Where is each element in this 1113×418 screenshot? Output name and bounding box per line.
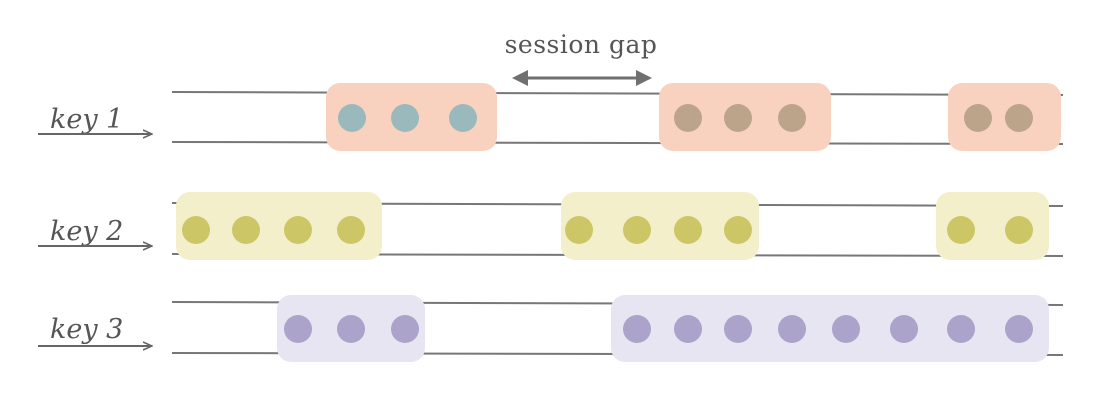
key-label: key 2 (50, 216, 123, 247)
event-dot (337, 315, 365, 343)
session-window (611, 295, 1049, 362)
lane-key-2: key 2 (38, 192, 1064, 260)
event-dot (947, 315, 975, 343)
session-window (948, 83, 1061, 151)
event-dot (1005, 216, 1033, 244)
event-dot (337, 216, 365, 244)
event-dot (724, 104, 752, 132)
event-dot (890, 315, 918, 343)
key-label: key 1 (50, 104, 123, 135)
event-dot (232, 216, 260, 244)
lane-top-line (171, 91, 1064, 96)
session-window-box (176, 192, 382, 260)
event-dot (284, 315, 312, 343)
lane-key-3: key 3 (38, 295, 1064, 362)
key-label: key 3 (50, 314, 123, 345)
event-dot (623, 216, 651, 244)
event-dot (1005, 315, 1033, 343)
event-dot (832, 315, 860, 343)
event-dot (724, 216, 752, 244)
event-dot (565, 216, 593, 244)
event-dot (623, 315, 651, 343)
session-window (561, 192, 759, 260)
session-window-box (611, 295, 1049, 362)
event-dot (674, 216, 702, 244)
session-window (326, 83, 497, 151)
lane-bottom-line (171, 141, 1064, 145)
session-gap-label: session gap (505, 30, 658, 59)
session-window (659, 83, 831, 151)
event-dot (947, 216, 975, 244)
event-dot (964, 104, 992, 132)
session-window-box (948, 83, 1061, 151)
event-dot (449, 104, 477, 132)
lane-key-1: key 1 (38, 83, 1064, 151)
session-window (277, 295, 425, 362)
event-dot (674, 104, 702, 132)
event-dot (338, 104, 366, 132)
event-dot (1005, 104, 1033, 132)
event-dot (778, 315, 806, 343)
event-dot (674, 315, 702, 343)
session-window (176, 192, 382, 260)
event-dot (284, 216, 312, 244)
event-dot (391, 315, 419, 343)
event-dot (182, 216, 210, 244)
event-dot (391, 104, 419, 132)
session-window (936, 192, 1049, 260)
session-gap-arrow (512, 70, 652, 86)
session-window-box (561, 192, 759, 260)
event-dot (778, 104, 806, 132)
event-dot (724, 315, 752, 343)
